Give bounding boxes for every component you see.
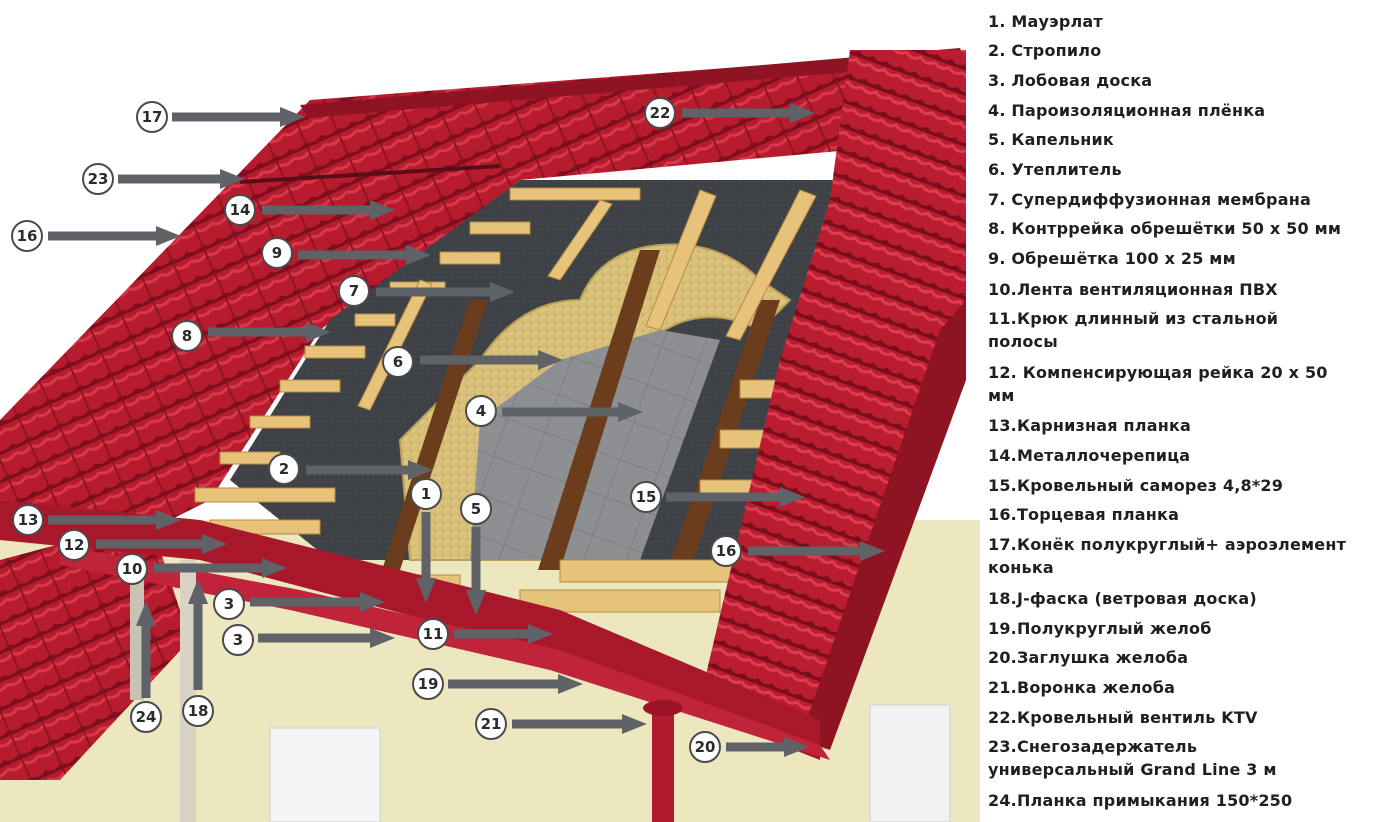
svg-text:20: 20 xyxy=(695,738,716,756)
svg-text:15: 15 xyxy=(636,488,657,506)
svg-text:14: 14 xyxy=(230,201,251,219)
callout-20: 20 xyxy=(689,731,809,763)
legend-item-10: 10.Лента вентиляционная ПВХ xyxy=(988,280,1278,299)
svg-text:1: 1 xyxy=(421,485,431,503)
callout-4: 4 xyxy=(465,395,643,427)
callout-23: 23 xyxy=(82,163,245,195)
callout-17: 17 xyxy=(136,101,305,133)
callout-3-upper: 3 xyxy=(213,588,385,620)
legend-item-23: 23.Снегозадержатель универсальный Grand … xyxy=(988,737,1277,779)
legend-item-20: 20.Заглушка желоба xyxy=(988,648,1189,667)
svg-text:22: 22 xyxy=(650,104,671,122)
callout-16-right: 16 xyxy=(710,535,885,567)
legend-item-5: 5. Капельник xyxy=(988,130,1114,149)
svg-text:23: 23 xyxy=(88,170,109,188)
callout-13: 13 xyxy=(12,504,181,536)
roof-edge-right xyxy=(800,300,966,750)
abutment-strip xyxy=(130,580,144,700)
svg-text:7: 7 xyxy=(349,282,359,300)
svg-text:16: 16 xyxy=(17,227,38,245)
svg-text:5: 5 xyxy=(471,500,481,518)
legend-item-7: 7. Супердиффузионная мембрана xyxy=(988,190,1311,209)
legend-item-15: 15.Кровельный саморез 4,8*29 xyxy=(988,476,1284,495)
legend-item-12: 12. Компенсирующая рейка 20 х 50 мм xyxy=(988,363,1328,405)
legend-item-8: 8. Контррейка обрешётки 50 х 50 мм xyxy=(988,219,1342,238)
svg-text:13: 13 xyxy=(18,511,39,529)
svg-text:11: 11 xyxy=(423,625,444,643)
legend-item-14: 14.Металлочерепица xyxy=(988,446,1191,465)
j-bevel xyxy=(180,560,196,822)
legend-item-21: 21.Воронка желоба xyxy=(988,678,1176,697)
wall-trim xyxy=(269,727,381,822)
roof-ridge xyxy=(300,48,966,118)
svg-text:19: 19 xyxy=(418,675,439,693)
svg-text:8: 8 xyxy=(182,327,192,345)
svg-text:16: 16 xyxy=(716,542,737,560)
snow-guard xyxy=(239,164,501,184)
downpipe xyxy=(652,705,674,822)
callout-15: 15 xyxy=(630,481,805,513)
callouts: 17 22 23 14 xyxy=(11,97,885,763)
svg-text:10: 10 xyxy=(122,560,143,578)
svg-text:12: 12 xyxy=(64,536,85,554)
legend-item-2: 2. Стропило xyxy=(988,41,1102,60)
legend-item-17: 17.Конёк полукруглый+ аэроэлемент конька xyxy=(988,535,1347,577)
callout-19: 19 xyxy=(412,668,583,700)
callout-9: 9 xyxy=(261,237,431,269)
legend-item-16: 16.Торцевая планка xyxy=(988,505,1180,524)
svg-text:3: 3 xyxy=(233,631,243,649)
fascia-board xyxy=(0,500,820,760)
svg-text:4: 4 xyxy=(476,402,486,420)
callout-11: 11 xyxy=(417,618,553,650)
legend-item-4: 4. Пароизоляционная плёнка xyxy=(988,101,1266,120)
legend-item-1: 1. Мауэрлат xyxy=(988,12,1103,31)
callout-7: 7 xyxy=(338,275,515,307)
svg-text:9: 9 xyxy=(272,244,282,262)
callout-2: 2 xyxy=(268,453,433,485)
legend-item-6: 6. Утеплитель xyxy=(988,160,1122,179)
callout-12: 12 xyxy=(58,529,227,561)
svg-text:18: 18 xyxy=(188,702,209,720)
callout-16-left: 16 xyxy=(11,220,181,252)
callout-14: 14 xyxy=(224,194,395,226)
legend-item-24: 24.Планка примыкания 150*250 xyxy=(988,791,1293,810)
callout-24: 24 xyxy=(130,601,162,733)
roof-slope-left xyxy=(0,50,960,520)
callout-5: 5 xyxy=(460,493,492,615)
callout-22: 22 xyxy=(644,97,815,129)
callout-10: 10 xyxy=(116,553,287,585)
svg-text:2: 2 xyxy=(279,460,289,478)
legend-item-3: 3. Лобовая доска xyxy=(988,71,1153,90)
callout-18: 18 xyxy=(182,579,214,727)
battens-left xyxy=(194,187,641,535)
svg-text:17: 17 xyxy=(142,108,163,126)
gutter-outlet xyxy=(643,700,683,716)
svg-text:21: 21 xyxy=(481,715,502,733)
svg-text:24: 24 xyxy=(136,708,157,726)
legend-item-19: 19.Полукруглый желоб xyxy=(988,619,1212,638)
svg-text:6: 6 xyxy=(393,353,403,371)
callout-8: 8 xyxy=(171,320,331,352)
svg-text:3: 3 xyxy=(224,595,234,613)
legend-item-11: 11.Крюк длинный из стальной полосы xyxy=(988,309,1279,351)
callout-21: 21 xyxy=(475,708,647,740)
window-right xyxy=(869,704,951,822)
callout-3-lower: 3 xyxy=(222,624,395,656)
callout-1: 1 xyxy=(410,478,442,603)
roof-illustration: 17 22 23 14 xyxy=(0,48,980,822)
callout-6: 6 xyxy=(382,346,563,378)
legend-item-13: 13.Карнизная планка xyxy=(988,416,1192,435)
legend-item-9: 9. Обрешётка 100 х 25 мм xyxy=(988,249,1236,268)
legend-item-18: 18.J-фаска (ветровая доска) xyxy=(988,589,1257,608)
legend-list: 1. Мауэрлат 2. Стропило 3. Лобовая доска… xyxy=(988,6,1374,818)
legend-item-22: 22.Кровельный вентиль KTV xyxy=(988,708,1258,727)
